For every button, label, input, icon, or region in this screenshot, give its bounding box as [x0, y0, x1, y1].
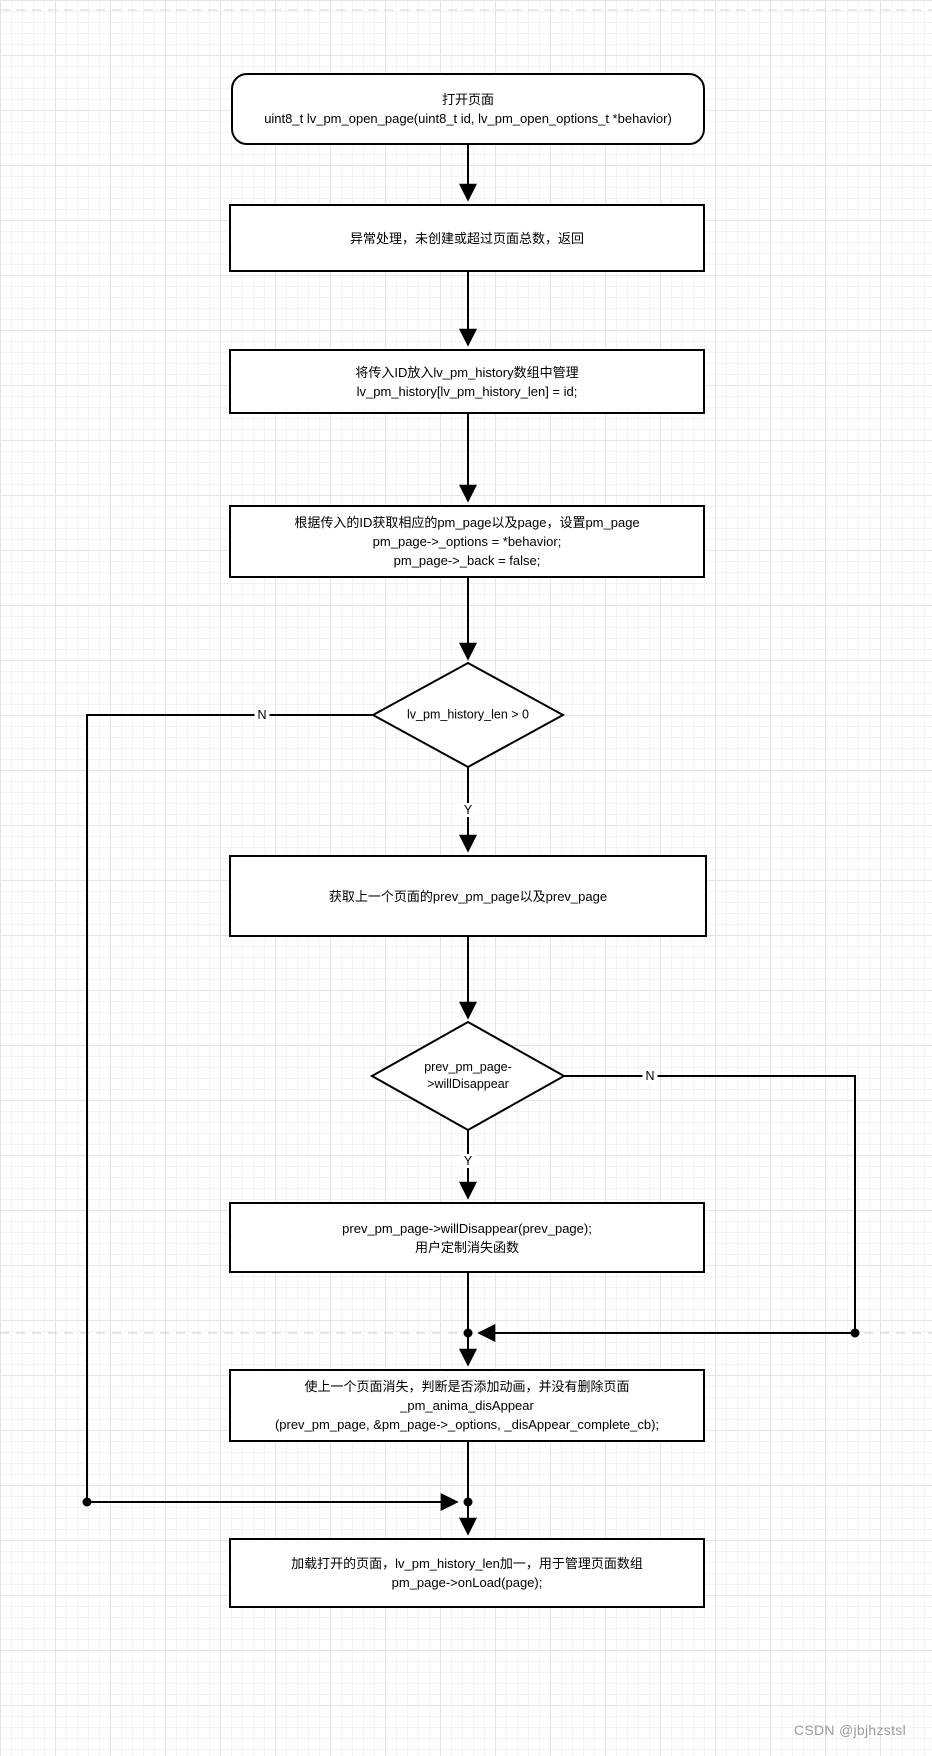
node-text-line: 打开页面	[441, 92, 494, 107]
junction-dot	[850, 1328, 860, 1338]
node-push-history: 将传入ID放入lv_pm_history数组中管理 lv_pm_history[…	[229, 349, 705, 414]
node-setup-page: 根据传入的ID获取相应的pm_page以及page，设置pm_page pm_p…	[229, 505, 705, 578]
node-text-line: prev_pm_page->willDisappear(prev_page);	[342, 1220, 592, 1236]
decision-will-disappear-diamond	[369, 1020, 567, 1132]
node-text-line: (prev_pm_page, &pm_page->_options, _disA…	[274, 1417, 660, 1432]
node-open-page: 打开页面 uint8_t lv_pm_open_page(uint8_t id,…	[231, 73, 705, 145]
node-text-line: 使上一个页面消失，判断是否添加动画，并没有删除页面	[304, 1379, 630, 1394]
edge-decision1-no-branch	[86, 714, 459, 1511]
node-text-line: lv_pm_history[lv_pm_history_len] = id;	[356, 383, 578, 399]
node-anima-disappear: 使上一个页面消失，判断是否添加动画，并没有删除页面 _pm_anima_disA…	[229, 1369, 705, 1442]
node-error-handling: 异常处理，未创建或超过页面总数，返回	[229, 204, 705, 272]
node-text-line: pm_page->_back = false;	[393, 553, 541, 568]
junction-dot	[463, 1497, 473, 1507]
node-text-line: _pm_anima_disAppear	[400, 1398, 534, 1413]
edge-label-disappear-no: N	[642, 1069, 658, 1083]
node-text-line: pm_page->_options = *behavior;	[372, 534, 562, 549]
junction-dot	[82, 1497, 92, 1507]
node-text-line: 将传入ID放入lv_pm_history数组中管理	[355, 364, 579, 380]
csdn-watermark: CSDN @jbjhzstsl	[793, 1722, 906, 1738]
node-text-line: 加载打开的页面，lv_pm_history_len加一，用于管理页面数组	[291, 1556, 643, 1571]
edge-label-history-no: N	[254, 708, 270, 722]
edge-label-history-yes: Y	[460, 803, 476, 817]
node-text-line: pm_page->onLoad(page);	[391, 1575, 543, 1590]
node-text-line: 获取上一个页面的prev_pm_page以及prev_page	[328, 888, 608, 904]
decision-will-disappear-label: prev_pm_page- >willDisappear	[424, 1059, 512, 1093]
edge-label-disappear-yes: Y	[460, 1154, 476, 1168]
edge-decision2-no-branch	[477, 1075, 856, 1342]
junction-dot	[463, 1328, 473, 1338]
node-text-line: uint8_t lv_pm_open_page(uint8_t id, lv_p…	[264, 111, 672, 126]
node-text-line: prev_pm_page-	[424, 1060, 512, 1074]
node-text-line: >willDisappear	[427, 1077, 509, 1091]
decision-history-len-diamond	[370, 661, 566, 769]
node-text-line: 用户定制消失函数	[414, 1239, 519, 1255]
decision-history-len-label: lv_pm_history_len > 0	[407, 707, 529, 722]
node-load-page: 加载打开的页面，lv_pm_history_len加一，用于管理页面数组 pm_…	[229, 1538, 705, 1608]
node-text-line: 根据传入的ID获取相应的pm_page以及page，设置pm_page	[294, 515, 640, 530]
node-get-prev-page: 获取上一个页面的prev_pm_page以及prev_page	[229, 855, 707, 937]
node-call-will-disappear: prev_pm_page->willDisappear(prev_page); …	[229, 1202, 705, 1273]
node-text-line: 异常处理，未创建或超过页面总数，返回	[349, 230, 584, 246]
